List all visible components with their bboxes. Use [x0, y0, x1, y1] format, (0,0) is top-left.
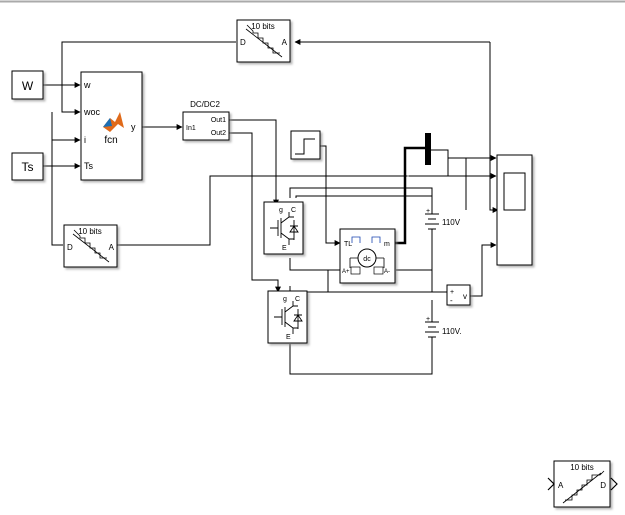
constant-w-label: W: [22, 79, 34, 93]
constant-ts-block[interactable]: Ts: [11, 152, 44, 181]
voltmeter-minus: -: [450, 296, 453, 305]
scope-block[interactable]: [496, 154, 533, 266]
source-bottom-label: 110V.: [442, 327, 462, 336]
adc-staircase-icon: [565, 470, 605, 501]
step-block[interactable]: [290, 130, 321, 160]
igbt-bottom-c: C: [295, 296, 300, 303]
dcdc-out1: Out1: [211, 117, 226, 124]
matlab-function-block[interactable]: w woc i Ts y fcn: [80, 71, 143, 181]
scope-screen-icon: [503, 172, 526, 211]
dcdc-out2: Out2: [211, 130, 226, 137]
dac-top-port-out: A: [282, 38, 288, 47]
motor-tl: TL: [344, 241, 352, 248]
dac-top-title: 10 bits: [251, 22, 275, 31]
igbt-top-c: C: [291, 207, 296, 214]
dac-left-staircase-icon: [73, 229, 107, 259]
power-lines: [289, 187, 447, 375]
svg-text:+: +: [426, 208, 430, 215]
adc-port-out: D: [600, 481, 606, 490]
dcdc-title: DC/DC2: [190, 100, 220, 109]
motor-dc: dc: [363, 256, 371, 263]
constant-w-block[interactable]: W: [11, 70, 44, 100]
voltmeter-block[interactable]: + - v: [446, 284, 471, 306]
dcdc-in: In1: [186, 125, 196, 132]
dac-top-block[interactable]: 10 bits D A: [236, 19, 291, 63]
adc-block[interactable]: 10 bits A D: [547, 460, 618, 508]
dac-left-port-in: D: [67, 243, 73, 252]
dac-left-port-out: A: [109, 243, 115, 252]
igbt-top-symbol-icon: [270, 212, 299, 245]
fcn-port-y: y: [131, 122, 136, 132]
constant-ts-label: Ts: [22, 160, 34, 174]
voltmeter-label: v: [463, 292, 467, 301]
fcn-name: fcn: [104, 135, 117, 146]
igbt-bottom-g: g: [283, 296, 287, 303]
step-icon: [295, 138, 315, 155]
svg-text:+: +: [426, 316, 430, 323]
igbt-top-e: E: [282, 245, 287, 252]
dcdc-subsystem-block[interactable]: DC/DC2 In1 Out1 Out2: [182, 100, 230, 141]
igbt-top-g: g: [279, 207, 283, 214]
demux-block[interactable]: [425, 133, 431, 165]
adc-title: 10 bits: [570, 463, 594, 472]
igbt-bottom-symbol-icon: [274, 301, 303, 334]
fcn-port-ts: Ts: [84, 161, 94, 171]
dc-motor-block[interactable]: TL m dc A+ A-: [339, 228, 396, 284]
dac-top-staircase-icon: [246, 24, 280, 54]
dc-source-bottom[interactable]: + 110V.: [425, 316, 462, 345]
motor-a-minus: A-: [384, 269, 390, 275]
fcn-port-w: w: [83, 80, 91, 90]
fcn-port-i: i: [84, 135, 86, 145]
fcn-port-woc: woc: [83, 107, 101, 117]
dac-left-title: 10 bits: [78, 227, 102, 236]
igbt-bottom-block[interactable]: g C E: [267, 290, 308, 344]
dac-top-port-in: D: [240, 38, 246, 47]
adc-port-in: A: [558, 481, 564, 490]
motor-a-plus: A+: [342, 269, 350, 275]
dac-left-block[interactable]: 10 bits D A: [63, 224, 118, 268]
matlab-logo-icon: [103, 112, 124, 132]
voltmeter-plus: +: [450, 289, 454, 296]
igbt-bottom-e: E: [286, 334, 291, 341]
source-top-label: 110V: [442, 218, 461, 227]
motor-m: m: [384, 241, 390, 248]
igbt-top-block[interactable]: g C E: [263, 201, 304, 255]
dc-source-top[interactable]: + 110V: [425, 208, 461, 236]
